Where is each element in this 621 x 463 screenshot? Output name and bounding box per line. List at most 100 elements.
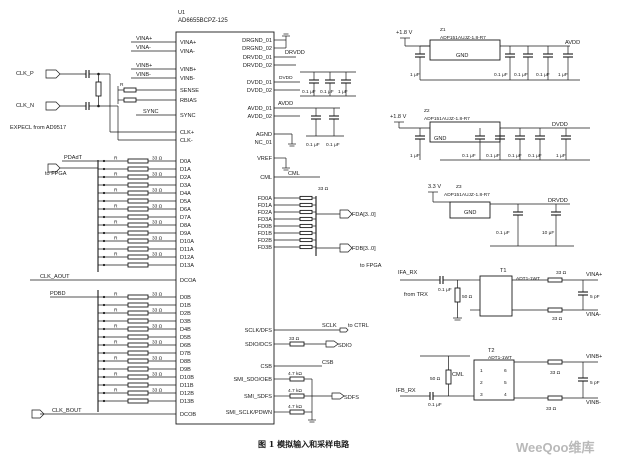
clock-input-network: CLK_P CLK_N EXPECL from AD9517 R [10, 69, 176, 141]
bus-a-resistor-12 [127, 254, 149, 260]
fd-resistor-2 [299, 209, 313, 215]
adc-pin-left-1: VINA- [180, 49, 195, 55]
bus-a-ref-12: R [114, 252, 118, 258]
bus-b-value-2: 33 Ω [152, 308, 163, 314]
net-vinb-pos: VINB+ [136, 63, 152, 69]
reg2-in-cap-value: 1 μF [410, 153, 420, 159]
ifb-cml-net: CML [452, 372, 464, 378]
adc-pin-left-8: CLK- [180, 138, 193, 144]
bus-b-resistor-5 [127, 334, 149, 340]
bus-b-value-6: 33 Ω [152, 340, 163, 346]
reg2-cap-1-value: 0.1 μF [462, 153, 476, 159]
adc-pin-right-12: FD0A [258, 196, 273, 202]
adc-pin-left-6: SYNC [180, 113, 196, 119]
bus-a-resistor-6 [127, 206, 149, 212]
bus-b-resistor-9 [127, 366, 149, 372]
bus-a-ref-10: R [114, 236, 118, 242]
net-avdd-pin: AVDD [278, 101, 293, 107]
adc-pin-right-0: DRGND_01 [242, 38, 272, 44]
transformer-b-pin-5: 5 [504, 380, 507, 386]
reg2-cap-5-value: 1 μF [556, 153, 566, 159]
adc-pin-left-29: D5B [180, 335, 191, 341]
adc-pin-right-10: VREF [257, 156, 273, 162]
bus-b-resistor-7 [127, 350, 149, 356]
adc-pin-left-23: DCOA [180, 278, 196, 284]
bus-a-ref-2: R [114, 172, 118, 178]
regulator-2-part: ADP151AUJZ-1.8-R7 [424, 116, 470, 122]
bus-b-resistor-3 [127, 318, 149, 324]
adc-pin-right-1: DRGND_02 [242, 46, 272, 52]
sdio-resistor: 33 Ω [289, 336, 300, 342]
bus-b-junction-3 [102, 319, 106, 323]
adc-pin-left-0: VINA+ [180, 40, 196, 46]
bus-a-junction-7 [102, 215, 106, 219]
u1-dvdd-cap-2-value: 0.1 μF [320, 89, 334, 95]
adc-pin-right-8: AGND [256, 132, 272, 138]
bus-a-resistor-3 [127, 182, 149, 188]
supply-1v8-a: +1.8 V [396, 30, 413, 36]
adc-pin-right-19: FD3B [258, 245, 273, 251]
adc-pin-left-10: D1A [180, 167, 191, 173]
regulator-3-part: ADP151AUJZ-1.8-R7 [444, 192, 490, 198]
transformer-b [473, 359, 515, 401]
adc-chip-ref: U1 [178, 10, 185, 16]
bus-a-resistor-4 [127, 190, 149, 196]
bus-b-junction-9 [102, 367, 106, 371]
adc-pin-left-28: D4B [180, 327, 191, 333]
u1-avdd-cap-2-value: 0.1 μF [326, 142, 340, 148]
bus-b-value-8: 33 Ω [152, 356, 163, 362]
bus-a-junction-6 [102, 207, 106, 211]
fd-to-fpga: to FPGA [360, 263, 382, 269]
bus-b-junction-10 [102, 375, 106, 379]
adc-pin-right-7: AVDD_02 [248, 114, 272, 120]
regulator-drvdd: 3.3 V Z3 ADP151AUJZ-1.8-R7 GND DRVDD 0.1… [428, 184, 574, 247]
inb-shunt-cap: 5 pF [590, 380, 600, 386]
bus-b-resistor-13 [127, 398, 149, 404]
adc-pin-left-38: DCOB [180, 412, 196, 418]
ifb-term-resistor: 50 Ω [430, 376, 441, 382]
bus-a-junction-9 [102, 231, 106, 235]
inb-series-r2: 33 Ω [546, 406, 557, 412]
bus-a-resistor-0 [127, 158, 149, 164]
bus-a-value-4: 33 Ω [152, 188, 163, 194]
bus-b-junction-2 [102, 311, 106, 315]
bus-b-resistor-10 [127, 374, 149, 380]
net-ifa-rx: IFA_RX [398, 270, 418, 276]
bus-b-junction-0 [102, 295, 106, 299]
figure-caption: 图 1 模拟输入和采样电路 [258, 439, 350, 449]
bus-a-ref-0: R [114, 156, 118, 162]
bus-a-junction-3 [102, 183, 106, 187]
bus-b-junction-11 [102, 383, 106, 387]
bus-a-value-6: 33 Ω [152, 204, 163, 210]
adc-pin-left-24: D0B [180, 295, 191, 301]
supply-3v3: 3.3 V [428, 184, 441, 190]
bus-b-ref-6: R [114, 340, 118, 346]
ifa-coupling-cap: 0.1 μF [438, 287, 452, 293]
bus-b-ref-4: R [114, 324, 118, 330]
net-drvdd-out: DRVDD [548, 198, 568, 204]
channel-a-input: IFA_RX from TRX 0.1 μF 50 Ω T1 ADT1-1WT … [398, 268, 602, 322]
transformer-b-pin-4: 4 [504, 392, 507, 398]
net-ifb-rx: IFB_RX [396, 388, 416, 394]
bus-a-junction-4 [102, 191, 106, 195]
u1-dvdd-cap-3-value: 1 μF [338, 89, 348, 95]
inb-vinb-neg: VINB- [586, 400, 601, 406]
adc-pin-right-22: CSB [260, 364, 272, 370]
net-cml-pin: CML [288, 171, 300, 177]
spi-control: SCLK to CTRL 33 Ω SDIO CSB 4.7 kΩ 4.7 kΩ… [274, 323, 369, 423]
bus-a-resistor-8 [127, 222, 149, 228]
u1-avdd-cap-1-value: 0.1 μF [306, 142, 320, 148]
adc-pin-right-16: FD0B [258, 224, 273, 230]
bus-b-value-10: 33 Ω [152, 372, 163, 378]
net-exclk-source: EXPECL from AD9517 [10, 125, 66, 131]
fd-resistor-1 [299, 202, 313, 208]
adc-pin-right-14: FD2A [258, 210, 273, 216]
adc-pin-left-30: D6B [180, 343, 191, 349]
bus-a-ref-8: R [114, 220, 118, 226]
regulator-3-body [449, 201, 491, 219]
adc-pin-right-11: CML [260, 175, 272, 181]
fd-resistor-3 [299, 216, 313, 222]
regulator-1-body [429, 39, 501, 61]
ina-series-r2: 33 Ω [552, 316, 563, 322]
